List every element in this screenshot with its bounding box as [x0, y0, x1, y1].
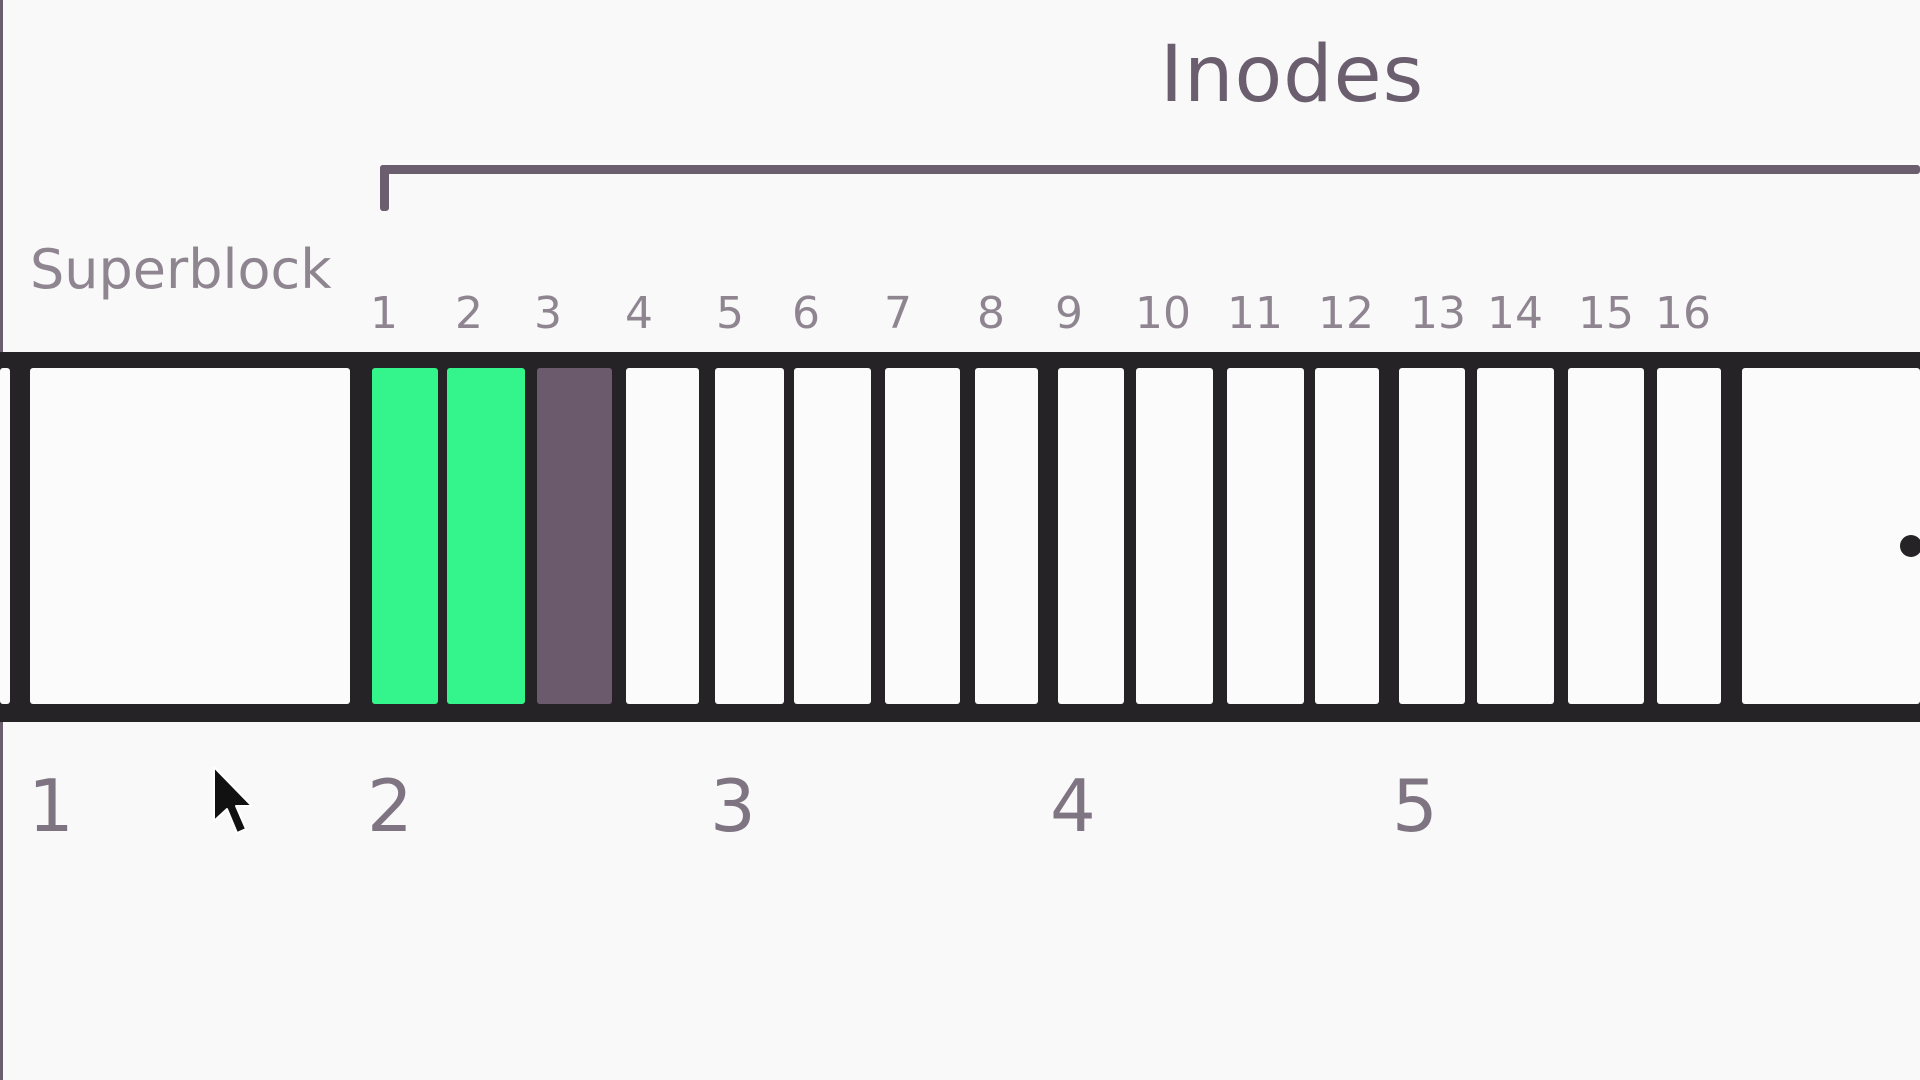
inode-number-1: 1 — [370, 288, 398, 339]
superblock-cell — [30, 368, 350, 704]
inode-cell-16 — [1657, 368, 1721, 704]
ellipsis-dot — [1900, 535, 1920, 557]
inode-cell-9 — [1058, 368, 1124, 704]
inode-number-4: 4 — [625, 288, 653, 339]
inode-cell-7 — [885, 368, 960, 704]
inode-cell-8 — [975, 368, 1038, 704]
inode-number-16: 16 — [1655, 288, 1711, 339]
inode-number-13: 13 — [1410, 288, 1466, 339]
block-number-4: 4 — [1050, 764, 1096, 848]
block-number-2: 2 — [367, 764, 413, 848]
inode-cell-5 — [715, 368, 784, 704]
inode-number-7: 7 — [884, 288, 912, 339]
block-number-3: 3 — [710, 764, 756, 848]
inodes-title: Inodes — [1160, 30, 1425, 120]
inode-number-14: 14 — [1487, 288, 1543, 339]
inode-cell-3 — [537, 368, 612, 704]
next-block-cell — [1742, 368, 1920, 704]
inode-number-12: 12 — [1318, 288, 1374, 339]
inode-number-2: 2 — [455, 288, 483, 339]
inode-cell-4 — [626, 368, 699, 704]
inode-number-9: 9 — [1055, 288, 1083, 339]
block-number-5: 5 — [1392, 764, 1438, 848]
inode-cell-11 — [1227, 368, 1304, 704]
inode-cell-1 — [372, 368, 438, 704]
previous-block-cell — [0, 368, 10, 704]
inode-cell-12 — [1315, 368, 1379, 704]
inode-number-11: 11 — [1227, 288, 1283, 339]
inode-cell-15 — [1568, 368, 1644, 704]
inode-cell-13 — [1399, 368, 1465, 704]
inode-number-8: 8 — [977, 288, 1005, 339]
inodes-bracket — [380, 165, 1920, 174]
inode-number-15: 15 — [1578, 288, 1634, 339]
inodes-bracket-tick — [380, 165, 389, 211]
inode-cell-14 — [1477, 368, 1554, 704]
block-number-1: 1 — [28, 764, 74, 848]
inode-number-3: 3 — [534, 288, 562, 339]
inode-cell-10 — [1136, 368, 1213, 704]
inode-number-5: 5 — [716, 288, 744, 339]
inode-number-10: 10 — [1135, 288, 1191, 339]
inode-number-6: 6 — [792, 288, 820, 339]
inode-cell-6 — [794, 368, 871, 704]
mouse-pointer-icon — [213, 766, 253, 834]
inode-cell-2 — [447, 368, 525, 704]
superblock-label: Superblock — [30, 238, 332, 301]
